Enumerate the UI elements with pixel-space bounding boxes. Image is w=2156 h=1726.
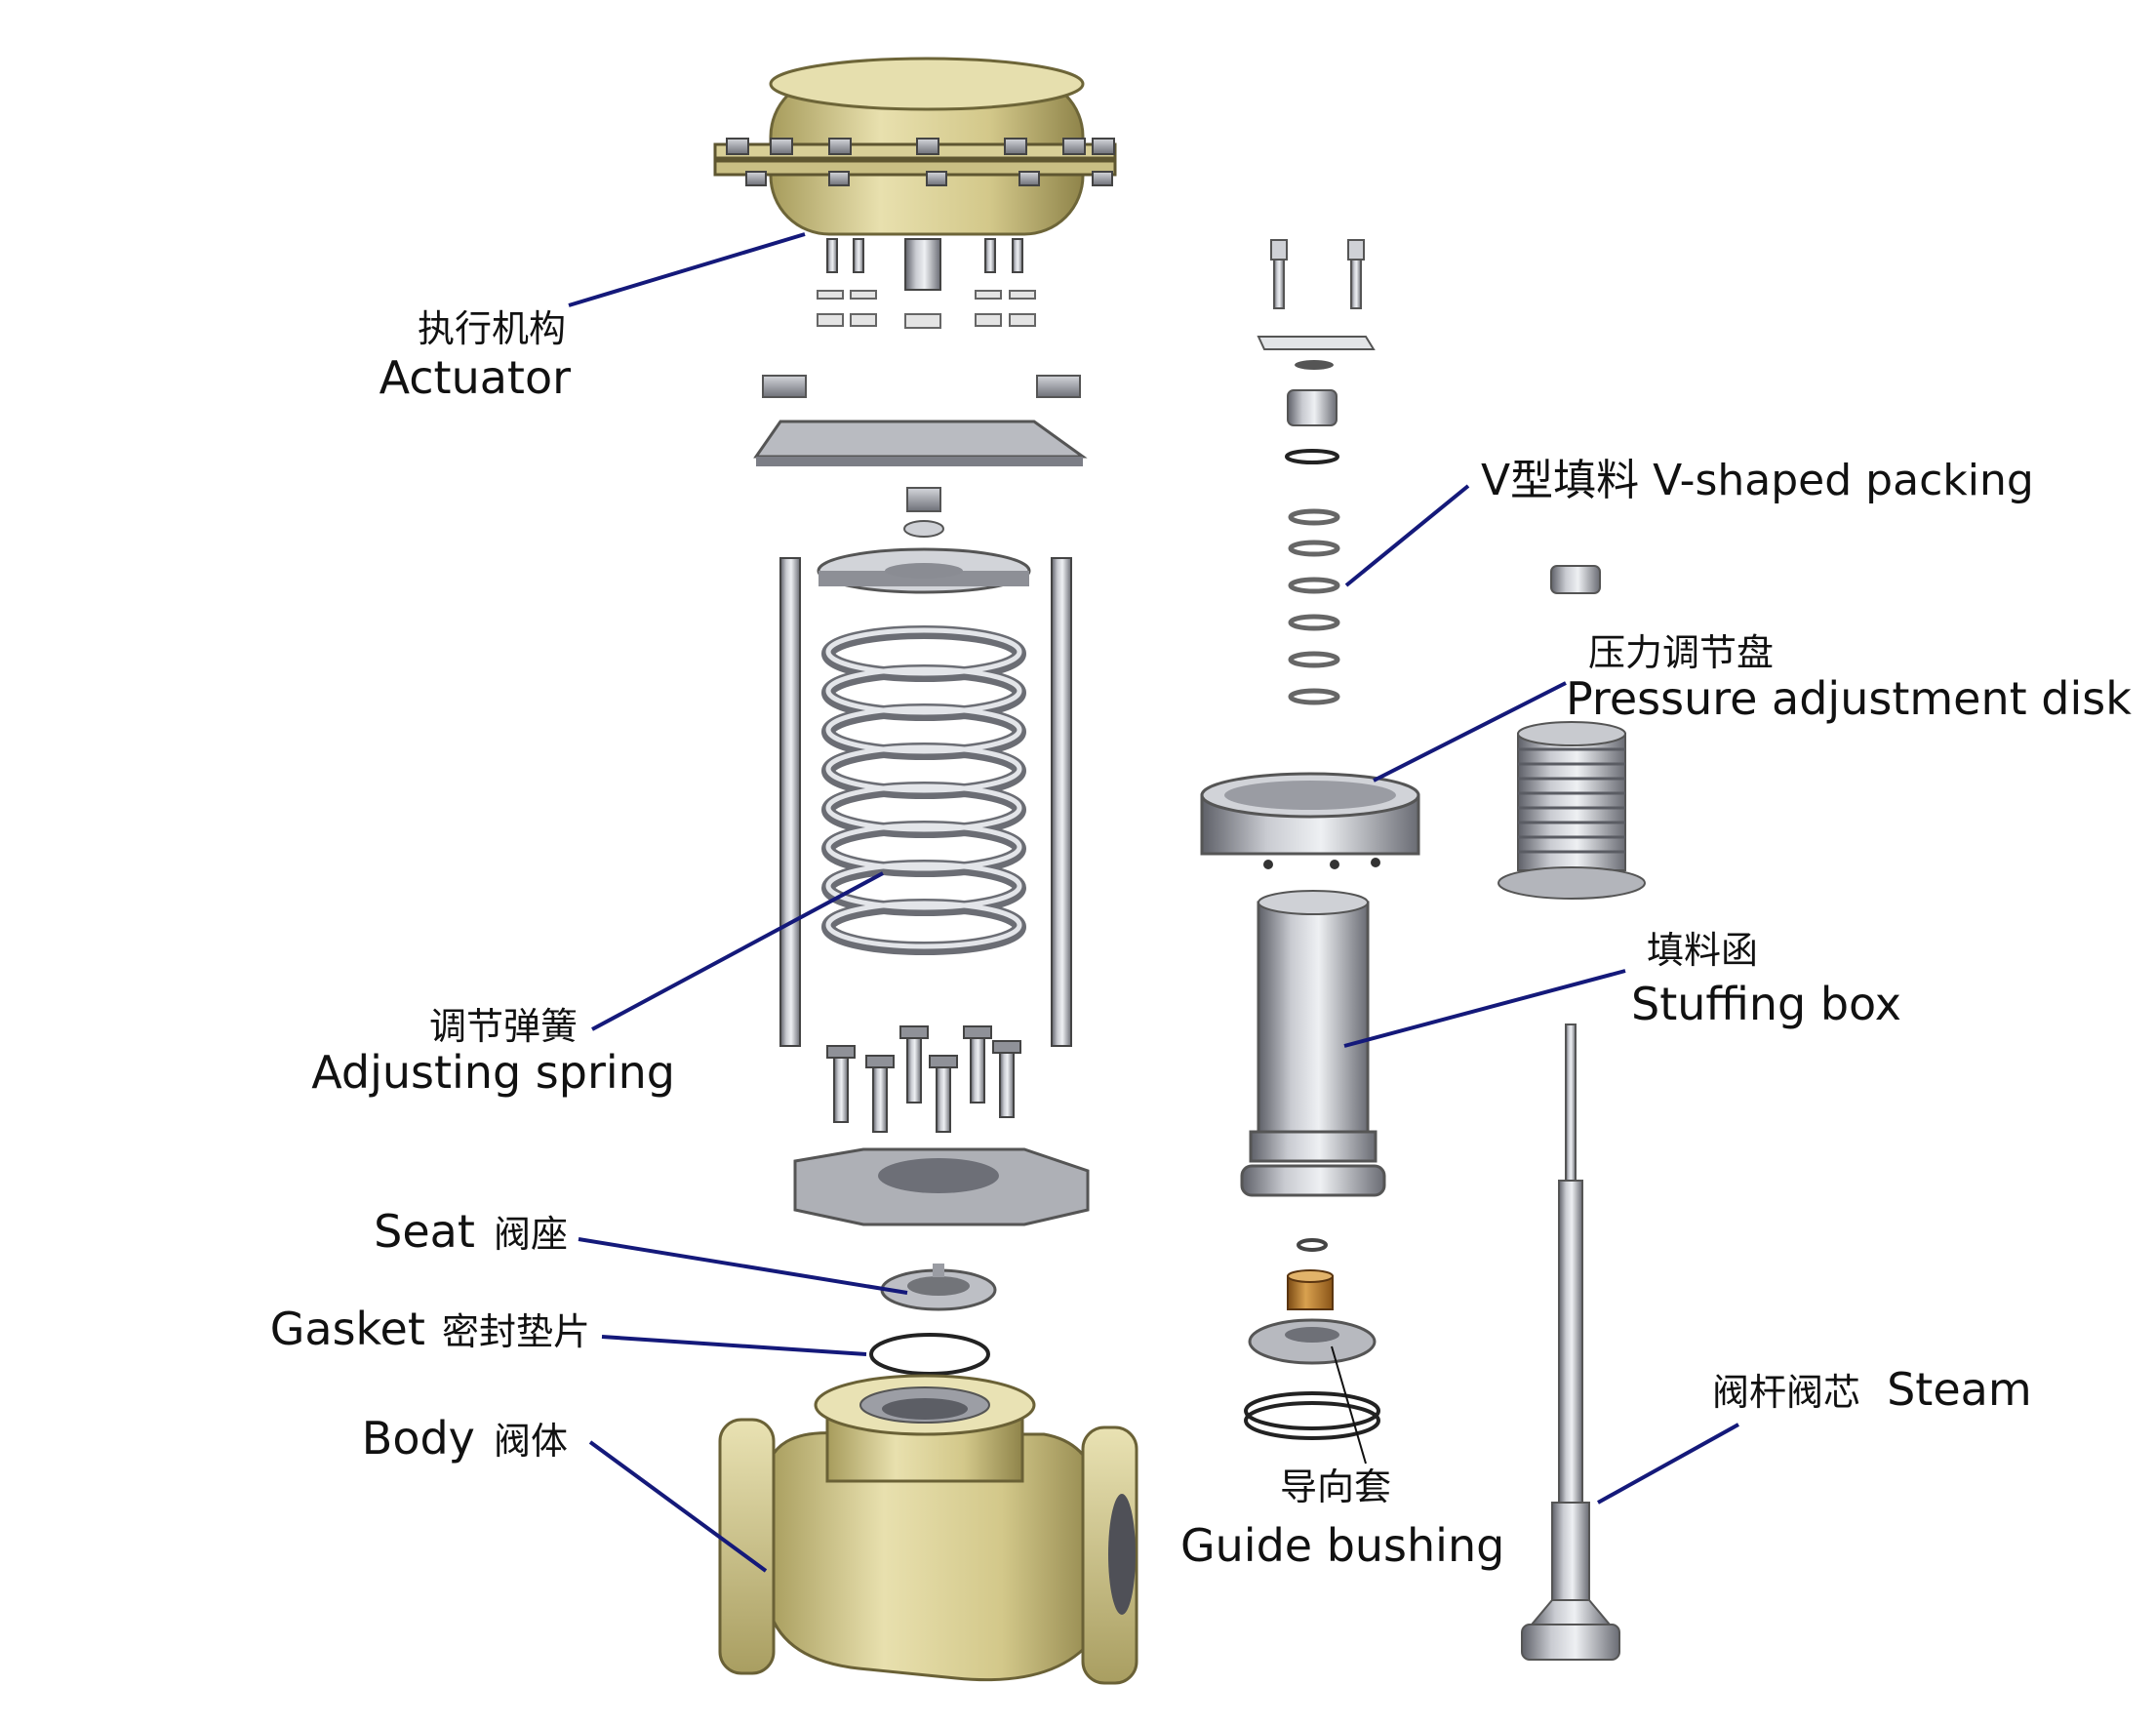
stuffing-box-label-cn: 填料函 <box>1647 929 1759 972</box>
gasket-label-en: Gasket <box>269 1303 425 1355</box>
body-part <box>718 1374 1138 1685</box>
leader-guide-bushing <box>1331 1345 1367 1465</box>
small-cap-part <box>1550 565 1601 594</box>
leader-adjusting-spring <box>591 871 884 1031</box>
stuffing-box-part <box>1240 890 1386 1197</box>
actuator-label-en: Actuator <box>379 351 571 404</box>
pressure-disk-label-en: Pressure adjustment disk <box>1566 672 2132 725</box>
v-packing-label: V型填料 V-shaped packing <box>1481 456 2034 505</box>
seat-label-en: Seat <box>374 1205 475 1258</box>
stuffing-box-label-en: Stuffing box <box>1631 978 1901 1030</box>
adjusting-spring-label-cn: 调节弹簧 <box>428 1005 578 1048</box>
leader-pressure-disk <box>1373 681 1567 783</box>
bolts-part <box>1257 239 1376 370</box>
leader-actuator <box>568 232 806 307</box>
leader-stem <box>1597 1423 1739 1505</box>
actuator-label-cn: 执行机构 <box>417 307 566 350</box>
adjusting-spring-label-en: Adjusting spring <box>311 1046 675 1099</box>
leader-body <box>588 1440 768 1573</box>
bellows-part <box>1497 721 1646 900</box>
seat-label: Seat 阀座 <box>374 1208 568 1255</box>
v-packing-part <box>1285 389 1340 705</box>
upper-plate-part <box>753 375 1088 538</box>
guide-bushing-label-en: Guide bushing <box>1180 1519 1505 1572</box>
guide-bushing-label-cn: 导向套 <box>1280 1465 1392 1508</box>
spring-assembly-part <box>779 547 1090 1226</box>
seat-label-cn: 阀座 <box>493 1213 568 1256</box>
body-label-en: Body <box>361 1412 475 1465</box>
gasket-label-cn: 密封垫片 <box>441 1310 590 1353</box>
stem-label-cn: 阀杆阀芯 <box>1712 1371 1861 1414</box>
gasket-label: Gasket 密封垫片 <box>270 1305 590 1352</box>
actuator-part <box>713 57 1117 329</box>
pressure-disk-part <box>1200 772 1420 869</box>
leader-stuffing-box <box>1343 969 1626 1048</box>
leader-v-packing <box>1344 484 1470 587</box>
leader-seat <box>578 1237 908 1295</box>
stem-label: 阀杆阀芯 Steam <box>1712 1366 2032 1413</box>
stem-label-en: Steam <box>1887 1363 2032 1416</box>
leader-gasket <box>601 1335 867 1356</box>
seat-part <box>880 1264 997 1311</box>
body-label-cn: 阀体 <box>493 1420 568 1463</box>
gasket-part <box>869 1333 990 1376</box>
stem-part <box>1521 1024 1620 1661</box>
body-label: Body 阀体 <box>362 1415 568 1462</box>
leader-lines <box>568 232 1739 1573</box>
pressure-disk-label-cn: 压力调节盘 <box>1588 631 1775 674</box>
guide-bushing-part <box>1244 1238 1380 1440</box>
